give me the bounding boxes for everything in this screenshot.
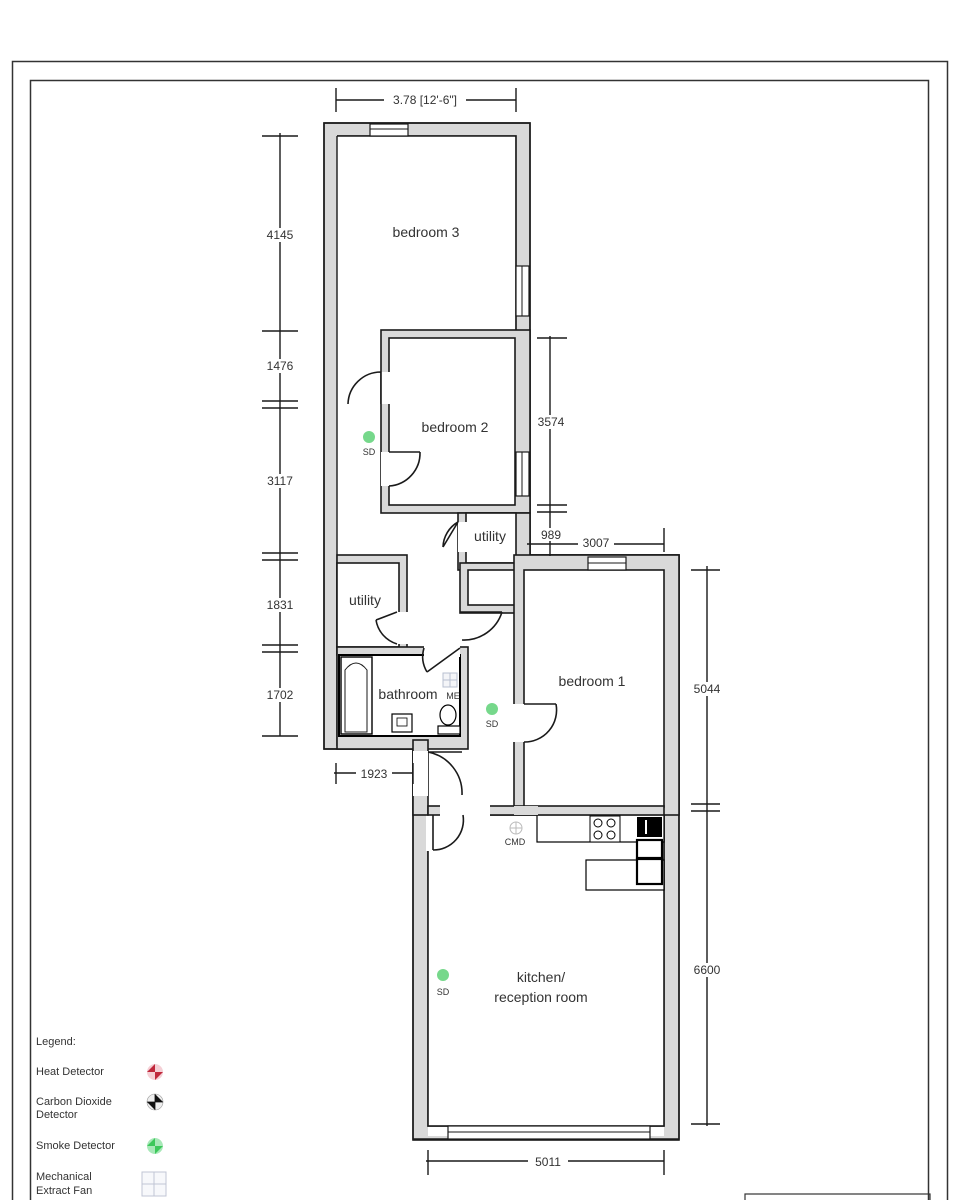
- toilet: [437, 725, 461, 735]
- smoke-detector-icon: [363, 431, 498, 981]
- sink: [391, 713, 413, 733]
- co-detector-icon: [146, 1093, 164, 1111]
- cupboard: [459, 562, 517, 614]
- label-bedroom-3: bedroom 3: [393, 224, 460, 240]
- dim-top-width: 3.78 [12'-6"]: [393, 93, 457, 107]
- inner-frame: [29, 79, 930, 1200]
- dim-left-1: 4145: [267, 228, 294, 242]
- dim-kitchen-height: 6600: [694, 963, 721, 977]
- room-kitchen-reception: [426, 814, 665, 1140]
- label-bathroom: bathroom: [378, 686, 437, 702]
- hall-partitions: [412, 739, 665, 817]
- legend: Legend: Heat Detector Carbon Dioxide Det…: [36, 1036, 167, 1197]
- label-cmd: CMD: [505, 837, 526, 847]
- room-utility-left: [336, 554, 409, 656]
- dim-989: 989: [541, 528, 561, 542]
- dim-kitchen-width: 5011: [535, 1155, 561, 1169]
- legend-smoke-label: Smoke Detector: [36, 1140, 115, 1152]
- room-bedroom-3: [336, 135, 517, 746]
- room-bathroom: [336, 645, 469, 750]
- legend-heat-label: Heat Detector: [36, 1066, 104, 1078]
- legend-co-label-1: Carbon Dioxide: [36, 1096, 112, 1108]
- room-bedroom-1: [512, 554, 680, 816]
- room-bedroom-2: [380, 329, 531, 514]
- label-utility-upper: utility: [474, 528, 506, 544]
- dim-left-3: 3117: [267, 474, 293, 488]
- smoke-detector-legend-icon: [147, 1138, 163, 1154]
- outer-frame: [11, 60, 949, 1200]
- co-monitor-icon: [509, 821, 523, 835]
- legend-title: Legend:: [36, 1036, 76, 1048]
- sink-lower: [635, 857, 664, 886]
- legend-fan-label-2: Extract Fan: [36, 1185, 92, 1197]
- extract-fan-icon: [442, 672, 458, 688]
- windows: [369, 123, 530, 497]
- extract-fan-legend-icon: [141, 1171, 167, 1197]
- label-sd-hall-upper: SD: [363, 447, 376, 457]
- legend-fan-label-1: Mechanical: [36, 1171, 92, 1183]
- label-bedroom-1: bedroom 1: [559, 673, 626, 689]
- doors: [347, 371, 558, 851]
- label-kitchen-line-1: kitchen/: [517, 969, 565, 985]
- label-me: ME: [446, 691, 460, 701]
- label-sd-hall-lower: SD: [486, 719, 499, 729]
- sink-upper: [635, 838, 664, 860]
- label-sd-kitchen: SD: [437, 987, 450, 997]
- hob: [589, 815, 621, 843]
- dim-left-5: 1702: [267, 688, 294, 702]
- legend-co-label-2: Detector: [36, 1109, 78, 1121]
- dim-bedroom2-height: 3574: [538, 415, 565, 429]
- label-kitchen-line-2: reception room: [494, 989, 587, 1005]
- title-block-corner: [744, 1193, 931, 1200]
- heat-detector-icon: [147, 1064, 163, 1080]
- dim-hall-width: 1923: [361, 767, 388, 781]
- dim-bedroom1-width: 3007: [583, 536, 610, 550]
- label-utility-left: utility: [349, 592, 381, 608]
- dim-bedroom1-height: 5044: [694, 682, 721, 696]
- label-bedroom-2: bedroom 2: [422, 419, 489, 435]
- dim-left-2: 1476: [267, 359, 294, 373]
- fridge: [637, 817, 662, 837]
- dim-left-4: 1831: [267, 598, 294, 612]
